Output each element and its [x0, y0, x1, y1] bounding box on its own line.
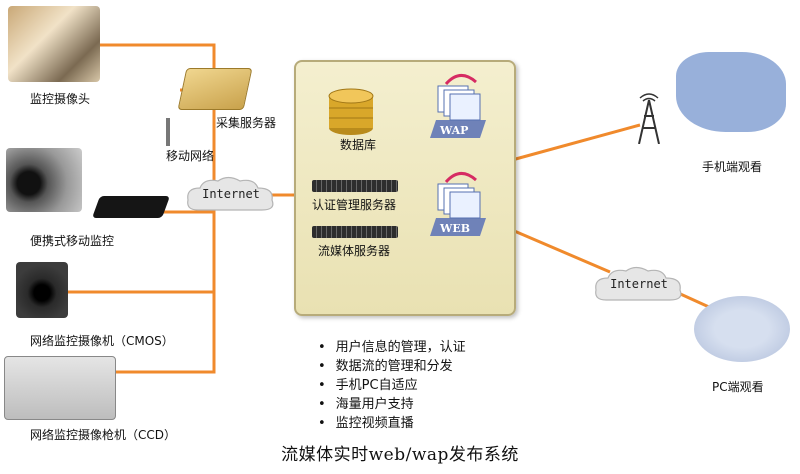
stream-server-label: 流媒体服务器: [318, 244, 391, 258]
cloud-icon: [595, 266, 682, 301]
web-pages-icon: [430, 170, 490, 240]
collect-server-label: 采集服务器: [216, 116, 277, 130]
cmos-camera-label: 网络监控摄像机（CMOS）: [30, 334, 174, 348]
antenna-icon: [166, 118, 170, 146]
camera-label: 监控摄像头: [30, 92, 91, 106]
wap-pages-icon: [430, 72, 490, 142]
auth-server-icon: [312, 180, 398, 192]
wap-label: WAP: [440, 124, 469, 137]
collect-server-icon: [177, 68, 253, 110]
mobile-network-label: 移动网络: [166, 149, 215, 163]
cell-tower-icon: [634, 92, 664, 145]
portable-monitor-label: 便携式移动监控: [30, 234, 115, 248]
china-map-icon: [676, 52, 786, 132]
portable-monitor-icon: [91, 196, 171, 218]
database-label: 数据库: [340, 138, 377, 152]
internet-left-label: Internet: [202, 187, 260, 201]
cmos-camera-photo: [16, 262, 68, 318]
web-label: WEB: [440, 222, 471, 235]
cloud-icon: [187, 176, 274, 211]
internet-right-label: Internet: [610, 277, 668, 291]
feature-item: 海量用户支持: [318, 395, 466, 414]
feature-item: 手机PC自适应: [318, 376, 466, 395]
video-camera-photo: [6, 148, 82, 212]
ccd-camera-label: 网络监控摄像枪机（CCD）: [30, 428, 176, 442]
ccd-camera-photo: [4, 356, 116, 420]
feature-list: 用户信息的管理，认证 数据流的管理和分发 手机PC自适应 海量用户支持 监控视频…: [318, 338, 466, 433]
internet-cloud-left: Internet: [184, 176, 278, 216]
feature-item: 用户信息的管理，认证: [318, 338, 466, 357]
database-icon: [328, 88, 374, 136]
link-panel-tower: [511, 123, 641, 162]
pc-view-label: PC端观看: [712, 380, 764, 394]
feature-item: 数据流的管理和分发: [318, 357, 466, 376]
stream-server-icon: [312, 226, 398, 238]
camera-photo: [8, 6, 100, 82]
pc-users-icon: [694, 296, 790, 362]
feature-item: 监控视频直播: [318, 414, 466, 433]
internet-cloud-right: Internet: [592, 266, 686, 306]
link-panel-internet-right: [511, 228, 611, 274]
mobile-view-label: 手机端观看: [702, 160, 763, 174]
auth-server-label: 认证管理服务器: [312, 198, 397, 212]
page-title: 流媒体实时web/wap发布系统: [281, 445, 519, 465]
